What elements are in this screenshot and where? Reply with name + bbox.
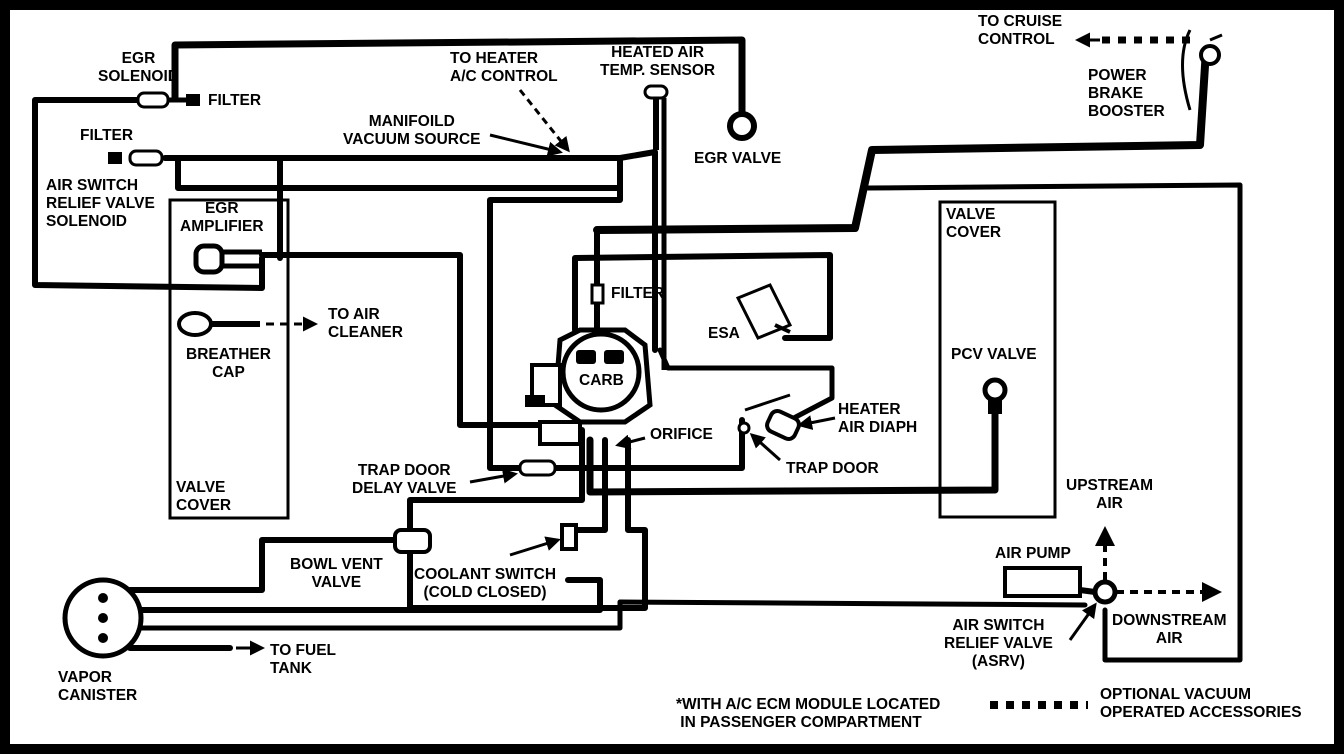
- label-valve-cover-right: VALVE COVER: [946, 206, 1002, 241]
- heater-ac-pointer: [518, 89, 570, 153]
- legend-optional-vacuum: OPTIONAL VACUUM OPERATED ACCESSORIES: [1100, 686, 1302, 721]
- label-carb: CARB: [577, 372, 626, 390]
- hose-carb-bowl: [407, 427, 585, 533]
- air-pump: [1003, 526, 1222, 641]
- label-trap-door: TRAP DOOR: [786, 460, 879, 477]
- heater-air-diaphragm: [737, 393, 836, 462]
- label-downstream-air: DOWNSTREAM AIR: [1112, 612, 1227, 647]
- label-esa: ESA: [708, 325, 740, 342]
- hose-left-trap: [487, 185, 623, 471]
- egr-amplifier: [193, 243, 262, 275]
- label-to-fuel-tank: TO FUEL TANK: [270, 642, 337, 677]
- label-coolant-switch: COOLANT SWITCH (COLD CLOSED): [414, 566, 557, 601]
- label-vapor-canister: VAPOR CANISTER: [58, 669, 138, 704]
- filter-left: [108, 149, 164, 167]
- hose-top-loop: [171, 36, 746, 116]
- heated-air-sensor: [643, 84, 669, 370]
- manifold-pointer: [489, 133, 563, 157]
- valve-cover-left-box: [168, 198, 290, 520]
- label-trap-door-delay: TRAP DOOR DELAY VALVE: [352, 462, 457, 497]
- hose-egr-solenoid-loop: [32, 97, 265, 291]
- label-breather-cap: BREATHER CAP: [186, 346, 271, 381]
- label-egr-amplifier: EGR AMPLIFIER: [180, 200, 264, 235]
- hose-canister-bowl: [127, 537, 398, 593]
- egr-solenoid: [136, 91, 200, 109]
- hose-manifold-to-heater: [617, 149, 658, 353]
- label-filter-carb: FILTER: [611, 285, 665, 302]
- label-filter-top: FILTER: [208, 92, 262, 109]
- label-orifice: ORIFICE: [650, 426, 713, 443]
- power-brake-booster: [1181, 29, 1223, 111]
- label-filter-left: FILTER: [80, 127, 134, 144]
- breather-cap: [177, 311, 318, 337]
- esa-module: [735, 283, 793, 340]
- hose-egr-amp-out: [259, 252, 543, 428]
- label-air-switch-solenoid: AIR SWITCH RELIEF VALVE SOLENOID: [46, 177, 155, 230]
- label-pcv-valve: PCV VALVE: [951, 346, 1037, 363]
- label-asrv: AIR SWITCH RELIEF VALVE (ASRV): [944, 617, 1053, 670]
- hose-canister-airpump: [127, 599, 1088, 631]
- label-manifold-vac: MANIFOILD VACUUM SOURCE: [343, 113, 481, 148]
- hose-canister-coolant: [127, 577, 603, 613]
- trap-door-delay-valve: [469, 459, 557, 484]
- hose-trap-delay: [552, 417, 745, 471]
- hose-right-side-loop: [865, 182, 1243, 663]
- vapor-canister: [62, 577, 265, 659]
- label-to-air-cleaner: TO AIR CLEANER: [328, 306, 403, 341]
- hose-coolant: [567, 437, 608, 533]
- label-egr-solenoid: EGR SOLENOID: [98, 50, 179, 85]
- valve-cover-right-box: [938, 200, 1057, 519]
- bowl-vent-valve: [393, 528, 432, 554]
- egr-valve: [727, 111, 757, 141]
- hose-brake-main: [593, 46, 1210, 234]
- label-heated-air-sensor: HEATED AIR TEMP. SENSOR: [600, 44, 716, 79]
- carb-filter: [590, 283, 605, 305]
- hose-pcv: [586, 408, 999, 496]
- hose-filter-manifold: [162, 155, 623, 191]
- pcv-valve: [982, 377, 1008, 414]
- label-egr-valve: EGR VALVE: [694, 150, 782, 167]
- label-valve-cover-left: VALVE COVER: [176, 479, 232, 514]
- label-power-brake: POWER BRAKE BOOSTER: [1088, 67, 1165, 120]
- hose-esa-loop: [572, 252, 833, 341]
- label-to-heater-ac: TO HEATER A/C CONTROL: [450, 50, 558, 85]
- footnote: *WITH A/C ECM MODULE LOCATED IN PASSENGE…: [676, 696, 941, 731]
- hose-coolant-out: [407, 437, 648, 611]
- orifice-pointer: [615, 434, 646, 450]
- label-to-cruise: TO CRUISE CONTROL: [978, 13, 1063, 48]
- label-bowl-vent: BOWL VENT VALVE: [290, 556, 383, 591]
- label-heater-air-diaph: HEATER AIR DIAPH: [838, 401, 918, 436]
- coolant-switch: [509, 523, 578, 557]
- label-air-pump: AIR PUMP: [995, 545, 1071, 562]
- label-upstream-air: UPSTREAM AIR: [1066, 477, 1153, 512]
